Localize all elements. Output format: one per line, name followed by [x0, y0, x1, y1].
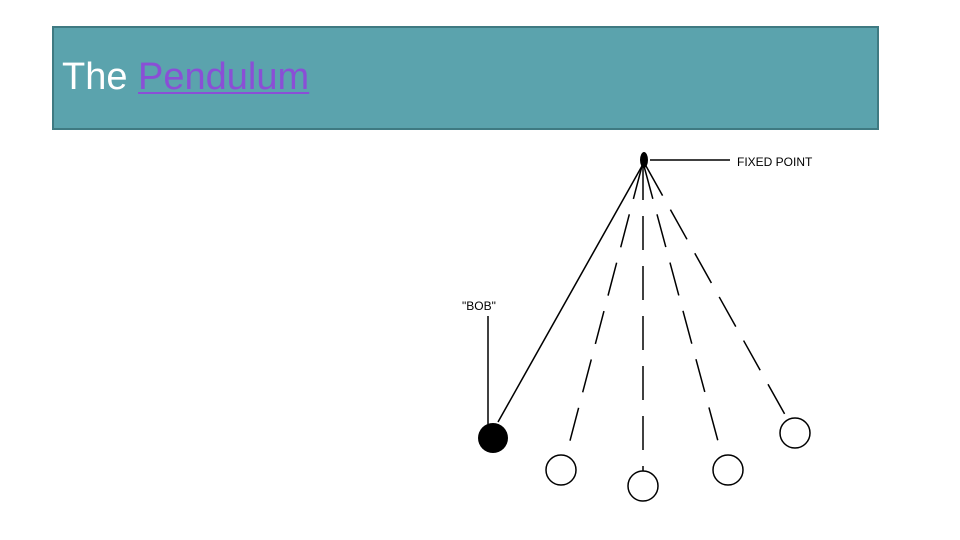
ghost-string-left	[565, 165, 643, 457]
pendulum-string	[497, 165, 643, 423]
pendulum-link[interactable]: Pendulum	[138, 56, 310, 98]
fixed-point-pivot	[640, 152, 648, 168]
slide-title: The Pendulum	[62, 56, 309, 99]
bob-active	[478, 423, 508, 453]
bob-ghost-center	[627, 470, 659, 502]
bob-ghost-right	[712, 454, 744, 486]
bob-ghost-far-right	[779, 417, 811, 449]
bob-ghost-left	[545, 454, 577, 486]
title-prefix: The	[62, 56, 128, 98]
title-bar: The Pendulum	[52, 26, 879, 130]
bob-label: "BOB"	[462, 299, 496, 313]
fixed-point-label: FIXED POINT	[737, 155, 813, 169]
ghost-string-right	[643, 165, 723, 457]
ghost-string-far-right	[645, 165, 789, 421]
